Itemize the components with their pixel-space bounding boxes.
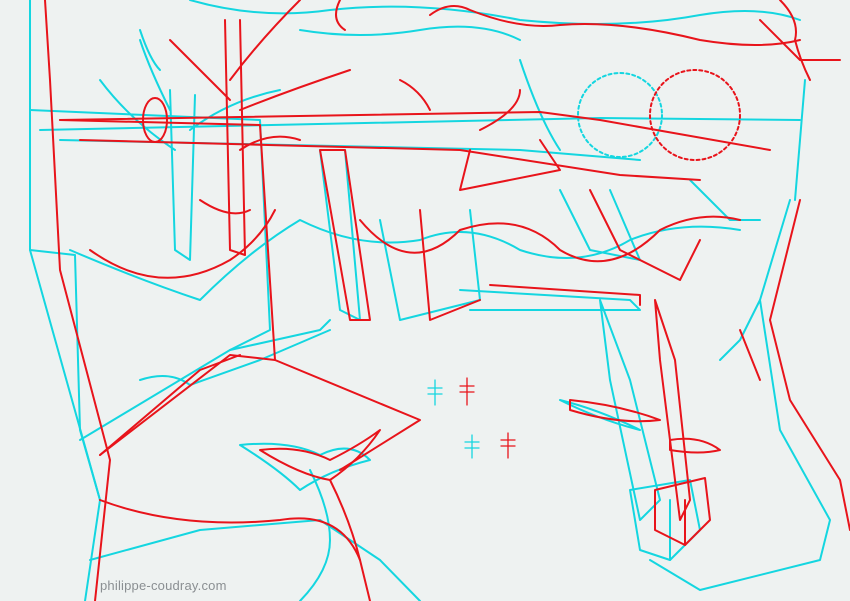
- cyan-dragonflies: [427, 379, 480, 459]
- watermark-text: philippe-coudray.com: [100, 578, 227, 593]
- cyan-tree-trunk: [169, 89, 196, 261]
- red-bird: [259, 429, 381, 481]
- red-layer: [44, 0, 850, 601]
- red-tree-trunk: [224, 19, 246, 256]
- cyan-bird: [239, 442, 371, 491]
- red-dragonflies: [459, 377, 516, 459]
- red-sun: [649, 69, 741, 161]
- red-wing: [654, 299, 691, 521]
- cyan-sun: [577, 72, 663, 158]
- cyan-layer: [29, 0, 831, 601]
- left-wall-outline-red: [44, 0, 111, 601]
- red-box: [654, 477, 711, 546]
- left-wall-outline: [29, 0, 101, 601]
